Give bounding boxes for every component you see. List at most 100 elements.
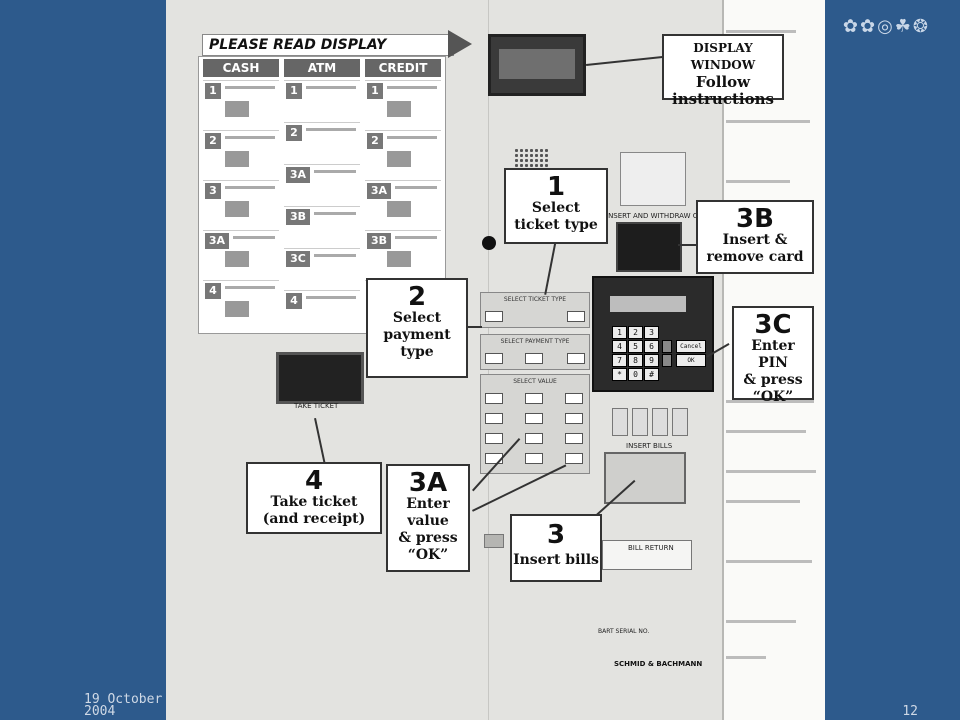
footer-date: 19 October 2004 bbox=[84, 692, 163, 719]
pin-keypad: 1 2 3 4 5 6 7 8 9 * 0 # Cancel OK bbox=[592, 276, 714, 392]
bill-diagram bbox=[652, 408, 668, 436]
instruction-step: 1 bbox=[203, 80, 279, 127]
value-button[interactable] bbox=[525, 393, 543, 404]
payment-atm-button[interactable] bbox=[525, 353, 543, 364]
card-slot[interactable] bbox=[616, 222, 682, 272]
callout-line bbox=[464, 326, 482, 328]
manufacturer-logo: SCHMID & BACHMANN bbox=[614, 660, 703, 668]
ticket-type-button-left[interactable] bbox=[485, 311, 503, 322]
atm-column: ATM 1 2 3A 3B 3C 4 bbox=[282, 59, 362, 331]
text-line bbox=[726, 30, 796, 33]
key-hash[interactable]: # bbox=[644, 368, 659, 381]
instruction-step: 3C bbox=[284, 248, 360, 287]
side-key[interactable] bbox=[662, 340, 672, 353]
instruction-step: 4 bbox=[203, 280, 279, 327]
value-button[interactable] bbox=[485, 393, 503, 404]
footer-page-number: 12 bbox=[902, 704, 918, 719]
instruction-step: 3A bbox=[365, 180, 441, 227]
key-cancel[interactable]: Cancel bbox=[676, 340, 706, 353]
value-ok-button[interactable] bbox=[565, 453, 583, 464]
text-line bbox=[726, 656, 766, 659]
bill-diagram bbox=[632, 408, 648, 436]
cash-column: CASH 1 2 3 3A 4 bbox=[201, 59, 281, 331]
atm-header: ATM bbox=[284, 59, 360, 77]
side-key[interactable] bbox=[662, 354, 672, 367]
text-line bbox=[726, 620, 796, 623]
key-5[interactable]: 5 bbox=[628, 340, 643, 353]
key-3[interactable]: 3 bbox=[644, 326, 659, 339]
step-4-callout: 4 Take ticket (and receipt) bbox=[246, 462, 382, 534]
keypad-screen bbox=[610, 296, 686, 312]
insert-bills-label: INSERT BILLS bbox=[626, 442, 673, 450]
value-button[interactable] bbox=[525, 453, 543, 464]
photo-frame: PLEASE READ DISPLAY CASH 1 2 3 3A 4 ATM … bbox=[166, 0, 825, 720]
credit-header: CREDIT bbox=[365, 59, 441, 77]
bill-acceptor-slot[interactable] bbox=[604, 452, 686, 504]
ticket-slot[interactable] bbox=[276, 352, 364, 404]
bill-diagram bbox=[612, 408, 628, 436]
key-8[interactable]: 8 bbox=[628, 354, 643, 367]
select-ticket-type-label: SELECT TICKET TYPE bbox=[503, 296, 567, 303]
instruction-step: 4 bbox=[284, 290, 360, 319]
payment-credit-button[interactable] bbox=[567, 353, 585, 364]
please-read-display-header: PLEASE READ DISPLAY bbox=[202, 34, 454, 56]
key-4[interactable]: 4 bbox=[612, 340, 627, 353]
serial-label: BART SERIAL NO. bbox=[598, 628, 650, 635]
text-line bbox=[726, 470, 816, 473]
header-arrow bbox=[448, 30, 472, 58]
instruction-step: 3 bbox=[203, 180, 279, 227]
lcd-screen bbox=[499, 49, 575, 79]
key-6[interactable]: 6 bbox=[644, 340, 659, 353]
card-instruction-image bbox=[620, 152, 686, 206]
cash-header: CASH bbox=[203, 59, 279, 77]
speaker-grille bbox=[514, 148, 548, 168]
text-line bbox=[726, 430, 806, 433]
key-2[interactable]: 2 bbox=[628, 326, 643, 339]
value-button[interactable] bbox=[485, 413, 503, 424]
callout-line bbox=[678, 244, 700, 246]
select-payment-type-label: SELECT PAYMENT TYPE bbox=[500, 338, 570, 345]
display-window-callout: DISPLAY WINDOW Follow instructions bbox=[662, 34, 784, 108]
text-line bbox=[726, 500, 800, 503]
small-indicator bbox=[484, 534, 504, 548]
text-line bbox=[726, 400, 814, 403]
step-3a-callout: 3A Enter value & press “OK” bbox=[386, 464, 470, 572]
step-2-callout: 2 Select payment type bbox=[366, 278, 468, 378]
instruction-step: 3B bbox=[284, 206, 360, 245]
key-1[interactable]: 1 bbox=[612, 326, 627, 339]
step-1-callout: 1 Select ticket type bbox=[504, 168, 608, 244]
value-button[interactable] bbox=[565, 393, 583, 404]
slide-decoration: ✿✿◎☘❂ bbox=[842, 16, 930, 37]
value-button[interactable] bbox=[525, 433, 543, 444]
instruction-step: 2 bbox=[203, 130, 279, 177]
select-ticket-type-panel: SELECT TICKET TYPE bbox=[480, 292, 590, 328]
key-7[interactable]: 7 bbox=[612, 354, 627, 367]
instruction-step: 3A bbox=[203, 230, 279, 277]
display-window bbox=[488, 34, 586, 96]
key-star[interactable]: * bbox=[612, 368, 627, 381]
key-9[interactable]: 9 bbox=[644, 354, 659, 367]
step-3b-callout: 3B Insert & remove card bbox=[696, 200, 814, 274]
take-ticket-label: TAKE TICKET bbox=[294, 402, 339, 410]
value-button[interactable] bbox=[565, 433, 583, 444]
payment-cash-button[interactable] bbox=[485, 353, 503, 364]
value-button[interactable] bbox=[485, 433, 503, 444]
select-payment-type-panel: SELECT PAYMENT TYPE bbox=[480, 334, 590, 370]
instruction-step: 1 bbox=[284, 80, 360, 119]
bill-diagram bbox=[672, 408, 688, 436]
dial-knob[interactable] bbox=[482, 236, 496, 250]
instruction-step: 3B bbox=[365, 230, 441, 277]
step-3-callout: 3 Insert bills bbox=[510, 514, 602, 582]
key-ok[interactable]: OK bbox=[676, 354, 706, 367]
value-button[interactable] bbox=[525, 413, 543, 424]
text-line bbox=[726, 120, 810, 123]
instruction-step: 1 bbox=[365, 80, 441, 127]
bill-return-tray[interactable] bbox=[602, 540, 692, 570]
ticket-type-button-right[interactable] bbox=[567, 311, 585, 322]
value-button[interactable] bbox=[565, 413, 583, 424]
select-value-label: SELECT VALUE bbox=[513, 378, 557, 385]
instruction-step: 2 bbox=[365, 130, 441, 177]
key-0[interactable]: 0 bbox=[628, 368, 643, 381]
select-value-panel: SELECT VALUE bbox=[480, 374, 590, 474]
text-line bbox=[726, 560, 812, 563]
